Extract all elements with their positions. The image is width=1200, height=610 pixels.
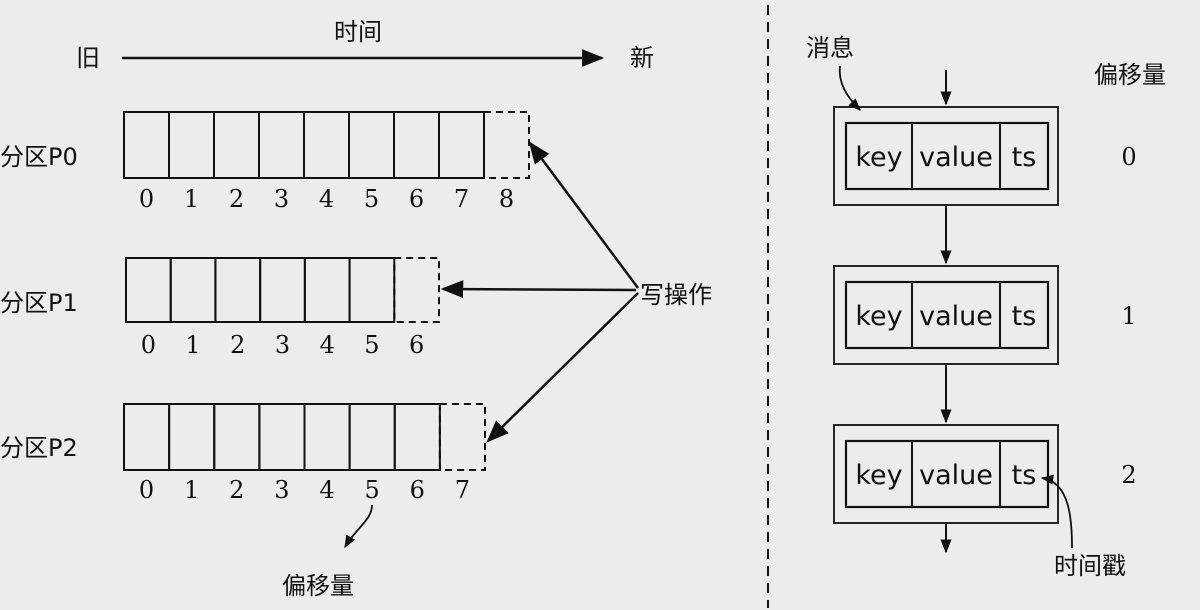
timeline-title: 时间 <box>334 18 382 46</box>
timeline-old-label: 旧 <box>76 44 100 72</box>
write-arrow-p2 <box>486 292 639 443</box>
timeline-new-label: 新 <box>630 44 654 72</box>
offset-tick: 0 <box>139 185 154 213</box>
message-inner-frame <box>844 280 1050 350</box>
partition-cell <box>348 257 396 323</box>
message-offset: 1 <box>1121 302 1136 330</box>
offset-tick: 0 <box>139 476 154 504</box>
message-offset: 2 <box>1121 461 1136 489</box>
partition-cell <box>214 257 262 323</box>
partition-cell <box>123 403 171 471</box>
partition-cell <box>213 403 261 471</box>
offset-tick: 5 <box>364 331 379 359</box>
partition-label: 分区P2 <box>0 434 78 462</box>
partition-p1: 分区P1 0 1 2 3 4 5 6 <box>0 257 440 359</box>
message-value-field: value <box>919 460 993 491</box>
offset-tick: 4 <box>320 331 335 359</box>
partition-cell <box>393 403 441 471</box>
offset-tick: 5 <box>364 185 379 213</box>
offset-tick: 3 <box>274 185 289 213</box>
offset-tick: 7 <box>454 185 469 213</box>
offset-caption: 偏移量 <box>282 572 354 600</box>
offset-tick: 2 <box>230 331 245 359</box>
partition-next-slot <box>483 111 530 179</box>
message-key-field: key <box>855 142 902 173</box>
write-label: 写操作 <box>640 281 712 309</box>
partition-cell <box>258 111 305 179</box>
message-ts-field: ts <box>1012 142 1037 173</box>
partition-cell <box>438 111 485 179</box>
offset-tick: 4 <box>319 476 334 504</box>
partition-cell <box>303 403 351 471</box>
message-label: 消息 <box>806 34 854 62</box>
partition-cell <box>123 111 170 179</box>
message-key-field: key <box>855 301 902 332</box>
message-value-field: value <box>919 142 993 173</box>
timestamp-pointer-arrow <box>1040 474 1073 549</box>
write-arrow-p1 <box>440 280 637 299</box>
offset-tick: 2 <box>229 185 244 213</box>
partition-cell <box>348 403 396 471</box>
partition-cell <box>348 111 395 179</box>
message-value-field: value <box>919 301 993 332</box>
offset-tick: 6 <box>409 185 424 213</box>
offset-tick: 8 <box>499 185 514 213</box>
partition-next-slot <box>393 257 440 323</box>
partition-cell <box>303 257 351 323</box>
offset-tick: 5 <box>365 476 380 504</box>
offset-tick: 6 <box>409 331 424 359</box>
message-ts-field: ts <box>1012 301 1037 332</box>
offset-tick: 1 <box>184 476 199 504</box>
partition-cell <box>303 111 350 179</box>
partition-cell <box>168 111 215 179</box>
partition-cell <box>125 257 172 323</box>
partition-cell <box>213 111 260 179</box>
message-ts-field: ts <box>1012 460 1037 491</box>
partition-cell <box>169 257 217 323</box>
partition-cell <box>258 403 306 471</box>
message-pointer-arrow <box>838 65 861 111</box>
offset-header: 偏移量 <box>1094 61 1166 89</box>
partition-cell <box>168 403 216 471</box>
partition-label: 分区P1 <box>0 289 78 317</box>
write-arrow-p0 <box>528 141 640 289</box>
offset-tick: 3 <box>275 331 290 359</box>
partition-cell <box>393 111 440 179</box>
offset-tick: 3 <box>274 476 289 504</box>
offset-tick: 2 <box>229 476 244 504</box>
message-inner-frame <box>844 439 1050 509</box>
offset-tick: 0 <box>141 331 156 359</box>
offset-tick: 6 <box>410 476 425 504</box>
offset-caption-arrow <box>344 504 373 549</box>
message-key-field: key <box>855 460 902 491</box>
partition-p2: 分区P2 0 1 2 3 4 5 6 7 <box>0 403 486 504</box>
offset-tick: 1 <box>185 331 200 359</box>
offset-tick: 7 <box>455 476 470 504</box>
offset-tick: 1 <box>184 185 199 213</box>
partition-p0: 分区P0 0 1 2 3 4 5 6 7 8 <box>0 111 530 213</box>
offset-tick: 4 <box>319 185 334 213</box>
message-inner-frame <box>844 121 1050 191</box>
timestamp-label: 时间戳 <box>1054 552 1126 580</box>
message-offset: 0 <box>1121 143 1136 171</box>
partition-next-slot <box>438 403 486 471</box>
partition-cell <box>259 257 306 323</box>
partition-label: 分区P0 <box>0 143 78 171</box>
